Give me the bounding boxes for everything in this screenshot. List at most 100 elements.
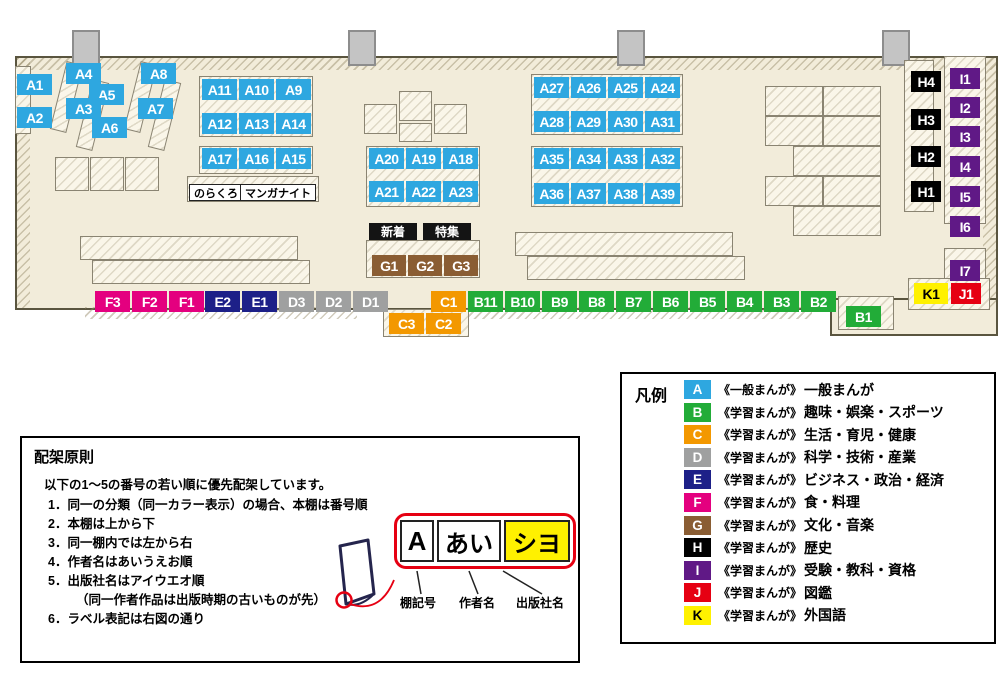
shelf-label-A29: A29 bbox=[571, 111, 606, 132]
shelf-label-A28: A28 bbox=[534, 111, 569, 132]
book-icon bbox=[338, 538, 376, 606]
legend-scope: 《学習まんが》 bbox=[718, 450, 803, 465]
shelf-label-A11: A11 bbox=[202, 79, 237, 100]
shelf-label-A33: A33 bbox=[608, 148, 643, 169]
shelf-label-I7: I7 bbox=[950, 260, 980, 281]
principles-rule-2: 2．本棚は上から下 bbox=[48, 517, 155, 531]
shelf-label-B1: B1 bbox=[846, 306, 881, 327]
legend-item-F: F 《学習まんが》食・料理 bbox=[684, 492, 944, 512]
manga-night-label: マンガナイト bbox=[240, 184, 316, 201]
legend-category-label: 外国語 bbox=[804, 607, 847, 624]
legend-item-H: H《学習まんが》歴史 bbox=[684, 538, 944, 558]
shelf-label-H2: H2 bbox=[911, 146, 941, 167]
zoom-connector-line bbox=[349, 579, 395, 608]
legend-swatch-I: I bbox=[684, 560, 711, 580]
legend-item-E: E 《学習まんが》ビジネス・政治・経済 bbox=[684, 470, 945, 490]
bookshelf-unit bbox=[399, 123, 432, 142]
shelf-label-G2: G2 bbox=[408, 255, 442, 276]
shelf-label-B4: B4 bbox=[727, 291, 762, 312]
legend-swatch-B: B bbox=[684, 402, 711, 422]
bookshelf-unit bbox=[793, 146, 881, 176]
shelf-label-A3: A3 bbox=[66, 98, 101, 119]
legend-category-label: 食・料理 bbox=[804, 494, 861, 511]
legend-scope: 《学習まんが》 bbox=[718, 473, 803, 488]
shelf-label-C1: C1 bbox=[431, 291, 466, 312]
shelf-label-G3: G3 bbox=[444, 255, 478, 276]
shelf-label-A31: A31 bbox=[645, 111, 680, 132]
shelf-label-A14: A14 bbox=[276, 113, 311, 134]
principles-rule-3: 3．同一棚内では左から右 bbox=[48, 536, 193, 550]
legend-category-label: 一般まんが bbox=[804, 381, 875, 398]
caption-line-author bbox=[468, 570, 479, 595]
bookshelf-unit bbox=[765, 116, 823, 146]
legend-scope: 《学習まんが》 bbox=[718, 518, 803, 533]
legend-item-B: B《学習まんが》趣味・娯楽・スポーツ bbox=[684, 402, 944, 422]
book-pages-edge bbox=[345, 593, 375, 606]
shelf-label-B3: B3 bbox=[764, 291, 799, 312]
legend-swatch-H: H bbox=[684, 538, 711, 558]
bookshelf-unit bbox=[399, 91, 432, 121]
shelf-label-B2: B2 bbox=[801, 291, 836, 312]
legend-swatch-F: F bbox=[684, 492, 711, 512]
building-pillar bbox=[617, 30, 645, 66]
legend-swatch-E: E bbox=[684, 470, 711, 490]
shelf-label-A7: A7 bbox=[138, 98, 173, 119]
hatched-walkway-zone bbox=[983, 58, 996, 308]
shelf-label-B5: B5 bbox=[690, 291, 725, 312]
legend-category-label: 受験・教科・資格 bbox=[804, 562, 917, 579]
legend-item-I: I《学習まんが》受験・教科・資格 bbox=[684, 560, 944, 580]
shelf-label-A15: A15 bbox=[276, 148, 311, 169]
shelf-label-I2: I2 bbox=[950, 97, 980, 118]
legend-scope: 《学習まんが》 bbox=[718, 428, 803, 443]
caption-line-shelf-code bbox=[416, 570, 422, 595]
shelf-label-A27: A27 bbox=[534, 77, 569, 98]
hatched-walkway-zone bbox=[17, 58, 996, 70]
bookshelf-unit bbox=[823, 176, 881, 206]
shelf-label-C2: C2 bbox=[426, 313, 461, 334]
shelf-label-A39: A39 bbox=[645, 183, 680, 204]
legend-scope: 《学習まんが》 bbox=[718, 495, 803, 510]
legend-category-label: 歴史 bbox=[804, 539, 833, 556]
legend-category-label: 図鑑 bbox=[804, 584, 833, 601]
shelf-label-A22: A22 bbox=[406, 181, 441, 202]
shelf-label-I5: I5 bbox=[950, 186, 980, 207]
principles-title: 配架原則 bbox=[34, 449, 95, 466]
bookshelf-unit bbox=[434, 104, 467, 134]
special-feature-label: 特集 bbox=[423, 223, 471, 240]
shelf-label-A30: A30 bbox=[608, 111, 643, 132]
bookshelf-unit bbox=[90, 157, 124, 191]
shelf-label-F2: F2 bbox=[132, 291, 167, 312]
legend-scope: 《学習まんが》 bbox=[718, 586, 803, 601]
legend-swatch-C: C bbox=[684, 425, 711, 445]
legend-swatch-D: D bbox=[684, 447, 711, 467]
shelf-label-F3: F3 bbox=[95, 291, 130, 312]
principles-rule-7: 6．ラベル表記は右図の通り bbox=[48, 612, 205, 626]
shelf-label-B6: B6 bbox=[653, 291, 688, 312]
shelf-label-D2: D2 bbox=[316, 291, 351, 312]
norakuro-label: のらくろ bbox=[189, 184, 243, 201]
shelf-label-E1: E1 bbox=[242, 291, 277, 312]
shelf-label-E2: E2 bbox=[205, 291, 240, 312]
shelf-label-I4: I4 bbox=[950, 156, 980, 177]
building-pillar bbox=[348, 30, 376, 66]
shelf-label-J1: J1 bbox=[951, 283, 981, 304]
shelf-label-A32: A32 bbox=[645, 148, 680, 169]
bookshelf-unit bbox=[125, 157, 159, 191]
shelf-label-A21: A21 bbox=[369, 181, 404, 202]
bookshelf-unit bbox=[765, 86, 823, 116]
shelving-principles-panel: 配架原則 以下の1～5の番号の若い順に優先配架しています。 1．同一の分類（同一… bbox=[20, 436, 580, 663]
shelf-label-I6: I6 bbox=[950, 216, 980, 237]
shelf-label-A17: A17 bbox=[202, 148, 237, 169]
shelf-label-I1: I1 bbox=[950, 68, 980, 89]
label-location-circle bbox=[335, 591, 353, 609]
shelf-label-A13: A13 bbox=[239, 113, 274, 134]
legend-category-label: ビジネス・政治・経済 bbox=[804, 471, 945, 488]
legend-swatch-G: G bbox=[684, 515, 711, 535]
shelf-label-A25: A25 bbox=[608, 77, 643, 98]
legend-item-G: G《学習まんが》文化・音楽 bbox=[684, 515, 944, 535]
shelf-label-B10: B10 bbox=[505, 291, 540, 312]
shelf-label-A9: A9 bbox=[276, 79, 311, 100]
